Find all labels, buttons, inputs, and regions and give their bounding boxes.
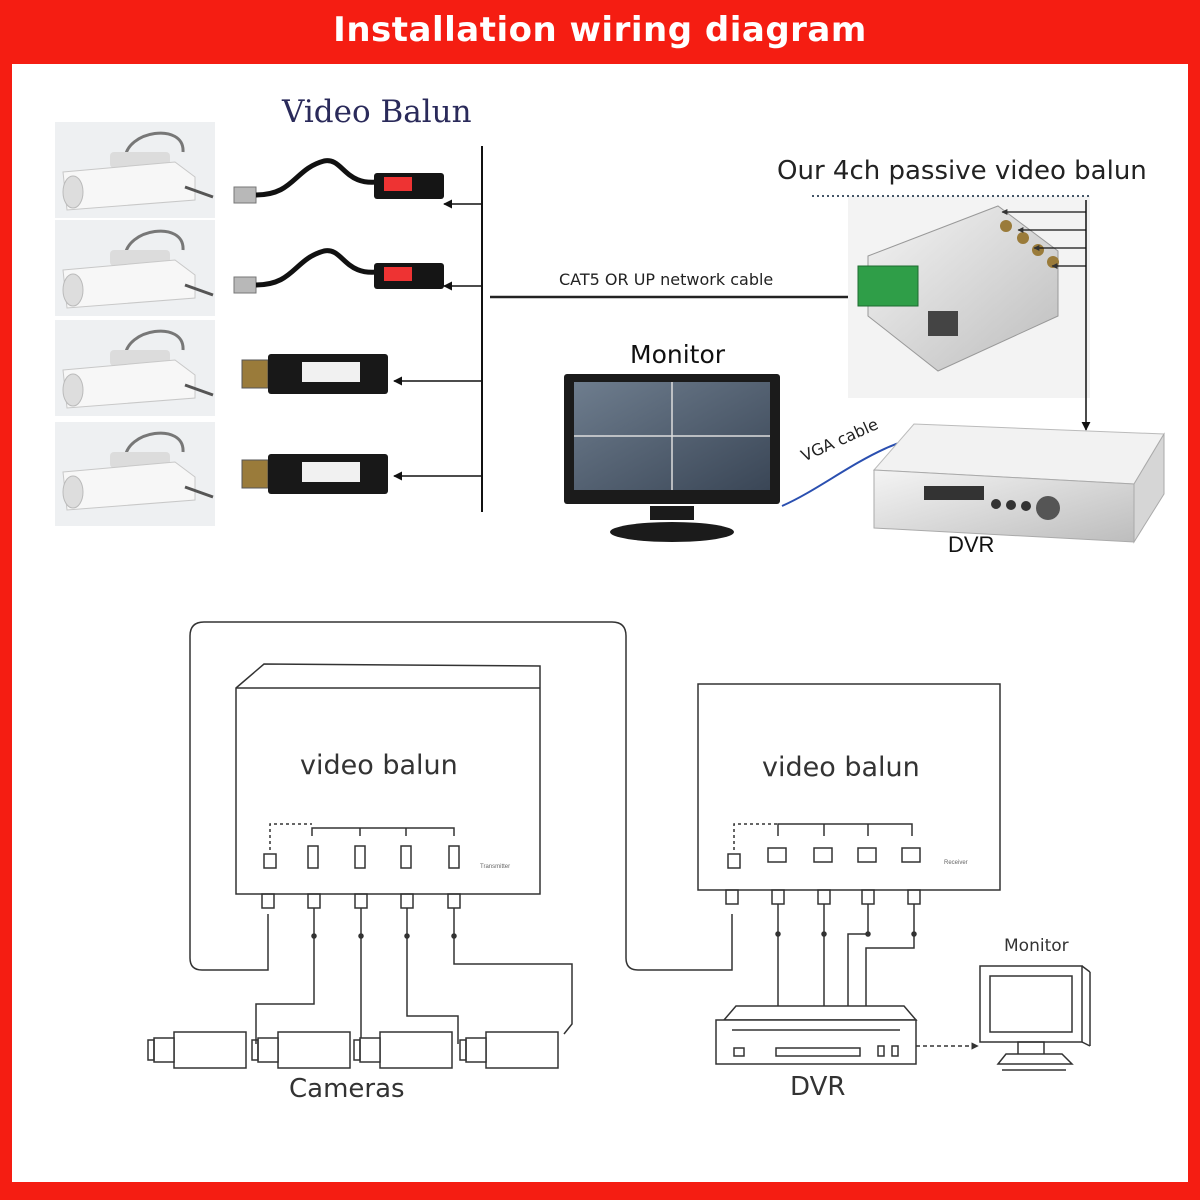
balun-block-4 [241, 454, 388, 494]
left-balun-label: video balun [300, 750, 458, 781]
bullet-camera-3 [55, 320, 215, 416]
dvr-top-label: DVR [948, 532, 995, 557]
right-balun-box [697, 683, 1001, 891]
balun-pigtail-2 [233, 248, 444, 294]
schematic-monitor [979, 965, 1091, 1071]
monitor-bottom-label: Monitor [1004, 936, 1069, 956]
monitor-photo [564, 374, 780, 542]
dvr-photo [872, 423, 1165, 544]
monitor-label: Monitor [630, 340, 726, 369]
page-title: Installation wiring diagram [333, 10, 867, 50]
balun-block-3 [241, 354, 388, 394]
dvr-bottom-label: DVR [790, 1072, 846, 1102]
bullet-camera-4 [55, 422, 215, 526]
cable-label: CAT5 OR UP network cable [559, 270, 774, 289]
passive-balun-label: Our 4ch passive video balun [777, 156, 1147, 186]
right-balun-label: video balun [762, 752, 920, 783]
camera-photos [55, 122, 215, 526]
schematic [147, 621, 1091, 1071]
wiring-diagram-svg [55, 122, 1165, 1071]
schematic-camera-2 [251, 1031, 351, 1069]
left-balun-box [235, 663, 541, 895]
video-balun-label: Video Balun [282, 94, 472, 130]
schematic-camera-3 [353, 1031, 453, 1069]
schematic-camera-4 [459, 1031, 559, 1069]
bullet-camera-2 [55, 220, 215, 316]
passive-balun-device [848, 196, 1090, 398]
transmitter-label: Transmitter [480, 864, 511, 870]
schematic-dvr [715, 1005, 918, 1065]
cameras-label: Cameras [289, 1074, 405, 1104]
schematic-camera-1 [147, 1031, 247, 1069]
balun-pigtail-1 [233, 158, 444, 204]
diagram-canvas: Video Balun Our 4ch passive video balun … [12, 64, 1188, 1182]
balun-photos [233, 158, 444, 494]
bullet-camera-1 [55, 122, 215, 218]
receiver-label: Receiver [944, 860, 968, 866]
